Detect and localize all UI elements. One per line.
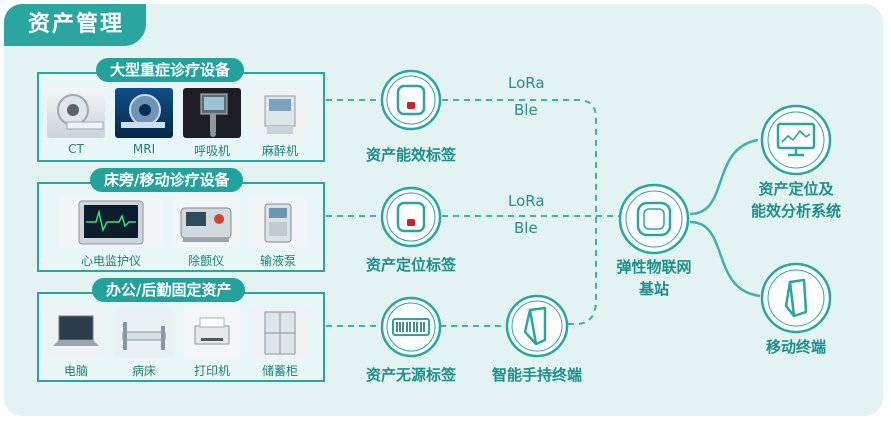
device-label: 心电监护仪 xyxy=(80,254,141,268)
device-label: 病床 xyxy=(131,364,156,378)
ecg-monitor-image xyxy=(59,198,163,248)
device-label: MRI xyxy=(132,142,156,156)
group-label: 办公/后勤固定资产 xyxy=(92,278,246,302)
output-label: 移动终端 xyxy=(765,338,826,356)
tag-label: 资产能效标签 xyxy=(365,146,456,164)
device-label: 电脑 xyxy=(63,364,88,378)
protocol-label: Ble xyxy=(514,219,538,237)
monitor-chart-icon xyxy=(760,104,832,176)
connector-station-system xyxy=(689,138,759,216)
printer-image xyxy=(183,308,241,358)
protocol-label: LoRa xyxy=(508,74,545,92)
base-station-label: 弹性物联网 xyxy=(616,258,692,276)
device-label: 除颤仪 xyxy=(187,254,224,268)
defibrillator-image xyxy=(173,198,239,248)
device-group-bedside: 心电监护仪 除颤仪 输液泵 xyxy=(37,182,325,272)
cabinet-image xyxy=(251,308,309,358)
protocol-label: Ble xyxy=(514,101,538,119)
device-label: CT xyxy=(68,142,84,156)
hospital-bed-image xyxy=(115,308,173,358)
mri-image xyxy=(115,88,173,138)
tag-icon xyxy=(380,69,442,131)
phone-icon xyxy=(760,262,832,334)
connector-station-mobile xyxy=(689,220,761,298)
device-label: 储蓄柜 xyxy=(261,364,298,378)
base-station-label: 基站 xyxy=(638,280,669,298)
group-label: 大型重症诊疗设备 xyxy=(96,58,245,82)
device-label: 麻醉机 xyxy=(261,144,298,158)
tag-label: 资产定位标签 xyxy=(365,256,456,274)
ct-image xyxy=(47,88,105,138)
barcode-icon xyxy=(380,296,442,358)
device-group-office: 电脑 病床 打印机 储蓄柜 xyxy=(37,292,325,382)
tag-icon xyxy=(380,186,442,248)
device-label: 呼吸机 xyxy=(193,144,230,158)
laptop-image xyxy=(47,308,105,358)
device-label: 打印机 xyxy=(193,364,230,378)
device-label: 输液泵 xyxy=(259,254,296,268)
anesthesia-machine-image xyxy=(251,88,309,138)
device-group-large: CT MRI 呼吸机 麻醉机 xyxy=(37,72,325,162)
group-label: 床旁/移动诊疗设备 xyxy=(90,168,244,192)
tag-label: 资产无源标签 xyxy=(365,366,456,384)
connector-tag1-station xyxy=(442,99,597,325)
protocol-label: LoRa xyxy=(508,192,545,210)
handheld-label: 智能手持终端 xyxy=(491,366,582,384)
ventilator-image xyxy=(183,88,241,138)
handheld-scanner-icon xyxy=(505,294,569,358)
infusion-pump-image xyxy=(249,198,307,248)
output-label: 资产定位及 xyxy=(758,180,834,198)
base-station-icon xyxy=(618,183,690,255)
page-title: 资产管理 xyxy=(4,4,146,46)
output-label: 能效分析系统 xyxy=(750,202,841,220)
